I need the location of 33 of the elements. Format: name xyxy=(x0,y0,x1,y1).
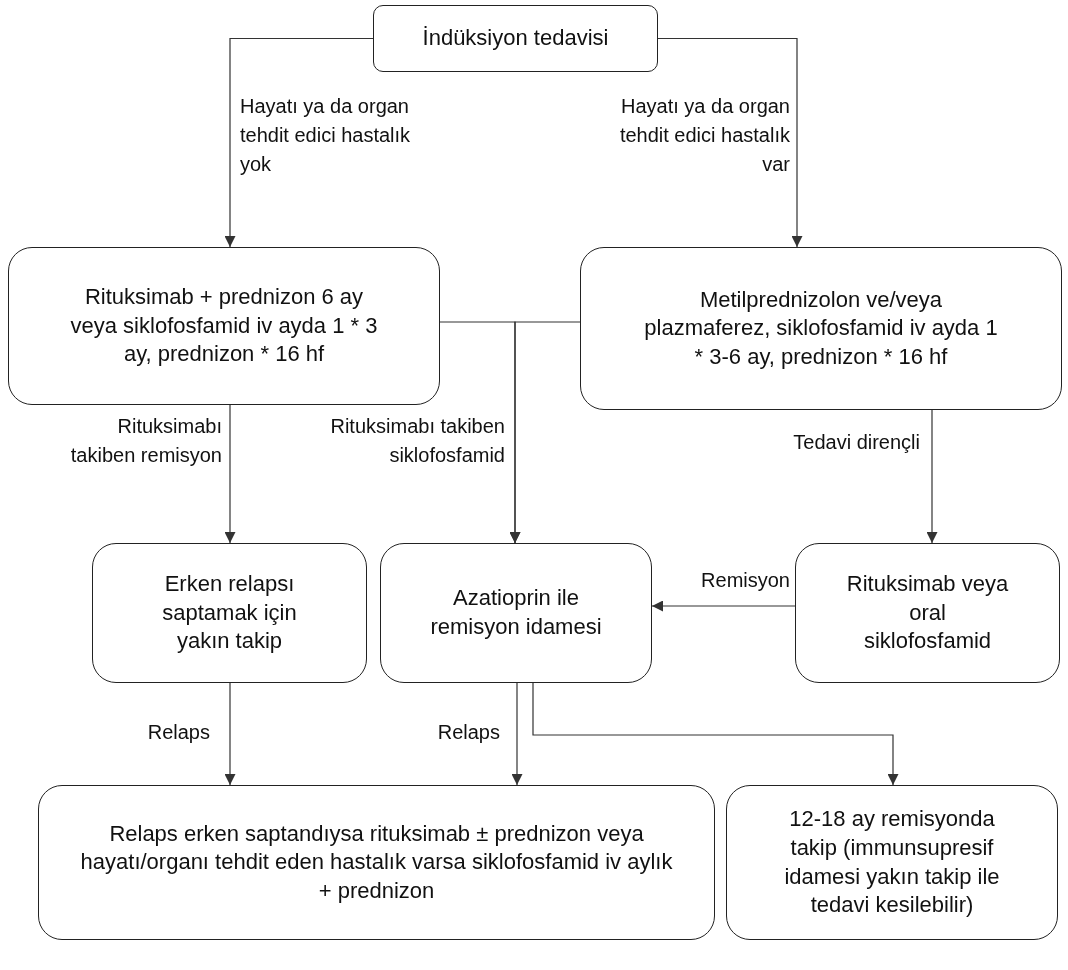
process-box xyxy=(8,247,440,405)
process-box xyxy=(38,785,715,940)
process-box xyxy=(580,247,1062,410)
process-box xyxy=(380,543,652,683)
process-box xyxy=(726,785,1058,940)
edge-label: Rituksimabı takiben remisyon xyxy=(69,414,222,468)
box-text: Metilprednizolon ve/veya plazmaferez, siklofosfamid iv ayda 1 * 3-6 ay, prednizon * 16 hf xyxy=(643,285,999,371)
process-box xyxy=(373,5,658,72)
arrow xyxy=(224,404,236,544)
edge-label: Hayatı ya da organ tehdit edici hastalık yok xyxy=(240,94,412,177)
arrow xyxy=(224,682,236,786)
edge-label: Hayatı ya da organ tehdit edici hastalık var xyxy=(618,94,790,177)
edge-label: Rituksimabı takiben siklofosfamid xyxy=(329,414,505,468)
box-text: Erken relapsı saptamak için yakın takip xyxy=(161,570,298,656)
arrow xyxy=(657,37,803,248)
edge-label: Relaps xyxy=(146,720,210,745)
arrow xyxy=(224,37,374,248)
box-text: Relaps erken saptandıysa rituksimab ± prednizon veya hayatı/organı tehdit eden hastalık varsa siklofosfamid iv aylık + prednizon xyxy=(79,819,674,905)
box-text: İndüksiyon tedavisi xyxy=(422,24,609,53)
box-text: Rituksimab veya oral siklofosfamid xyxy=(846,570,1009,656)
process-box xyxy=(795,543,1060,683)
arrow xyxy=(926,409,938,544)
arrow xyxy=(511,682,523,786)
box-text: 12-18 ay remisyonda takip (immunsupresif idamesi yakın takip ile tedavi kesilebilir) xyxy=(783,805,1001,920)
arrow xyxy=(509,321,581,544)
process-box xyxy=(92,543,367,683)
arrow xyxy=(651,600,796,612)
box-text: Azatioprin ile remisyon idamesi xyxy=(429,584,603,641)
edge-label: Relaps xyxy=(436,720,500,745)
arrow xyxy=(532,682,899,786)
box-text: Rituksimab + prednizon 6 ay veya siklofosfamid iv ayda 1 * 3 ay, prednizon * 16 hf xyxy=(69,283,379,369)
edge-label: Tedavi dirençli xyxy=(792,430,920,455)
edge-label: Remisyon xyxy=(700,568,790,593)
